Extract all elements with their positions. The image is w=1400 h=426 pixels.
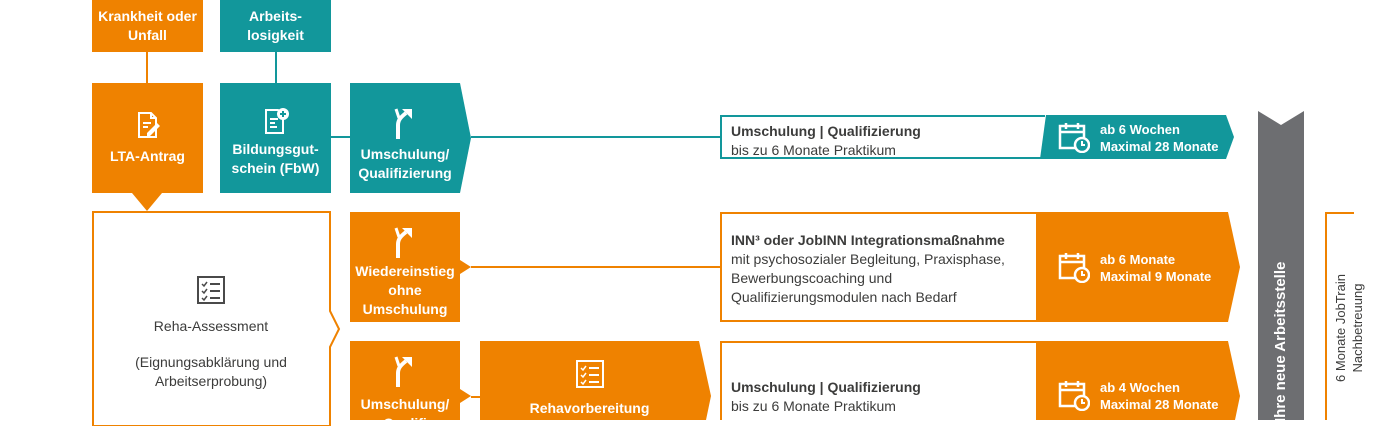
assessment-subtitle-1: (Eignungsabklärung und (135, 354, 287, 370)
program-1: Umschulung | Qualifizierung bis zu 6 Mon… (720, 115, 1045, 159)
program-3-min: ab 4 Wochen (1100, 380, 1180, 395)
program-2-max: Maximal 9 Monate (1100, 269, 1212, 284)
assessment-title: Reha-Assessment (153, 318, 269, 334)
jobtrain-box: 6 Monate JobTrain Nachbetreuung (1330, 225, 1380, 420)
program-1-line: bis zu 6 Monate Praktikum (731, 142, 896, 158)
program-3: Umschulung | Qualifizierung bis zu 6 Mon… (720, 341, 1045, 420)
box-umschulung2-shape (350, 341, 471, 420)
connector-program2 (471, 266, 720, 268)
program-2-title: INN³ oder JobINN Integrationsmaßnahme (731, 232, 1005, 248)
lta-label: LTA-Antrag (110, 148, 185, 164)
header-arbeitslosigkeit: Arbeits-losigkeit (220, 0, 331, 52)
header-krankheit: Krankheit oder Unfall (92, 0, 203, 52)
jobtrain-box-shape (1325, 212, 1354, 420)
connector-umschulung2-reha (471, 396, 480, 398)
program-2-line-3: Qualifizierungsmodulen nach Bedarf (731, 289, 957, 305)
calendar-clock-icon (1058, 123, 1090, 153)
program-1-title: Umschulung | Qualifizierung (731, 123, 921, 139)
document-add-icon (264, 108, 289, 134)
program-1-duration: ab 6 Wochen Maximal 28 Monate (1100, 121, 1219, 155)
box-wiedereinstieg: Wiedereinstieg ohne Umschulung (350, 212, 460, 322)
arbeitsstelle-bar-shape (1258, 111, 1304, 420)
bildung-label: Bildungsgut-schein (FbW) (231, 141, 320, 176)
path-branch-icon (394, 108, 412, 139)
assessment-subtitle-2: Arbeitserprobung) (154, 373, 268, 389)
program-3-duration: ab 4 Wochen Maximal 28 Monate (1100, 379, 1219, 413)
box-umschulung1: Umschulung/ Qualifizierung (350, 83, 460, 193)
box-umschulung2: Umschulung/ Qualifi (350, 341, 460, 420)
checklist-icon (197, 276, 225, 304)
connector-krankheit (146, 52, 148, 83)
box-lta-antrag: LTA-Antrag (92, 83, 203, 193)
connector-arbeitslosigkeit (275, 52, 277, 83)
box-umschulung1-shape (350, 83, 471, 193)
program-2-duration-shape (1036, 212, 1240, 322)
program-2: INN³ oder JobINN Integrationsmaßnahme mi… (720, 212, 1045, 322)
connector-bildung-umschulung (331, 136, 350, 138)
box-rehavorbereitung-shape (480, 341, 711, 420)
lta-down-arrow (132, 193, 162, 211)
program-1-max: Maximal 28 Monate (1100, 139, 1219, 154)
arbeitsstelle-bar: Ihre neue Arbeitsstelle (1258, 150, 1305, 420)
header-krankheit-label: Krankheit oder Unfall (98, 8, 197, 43)
program-2-duration: ab 6 Monate Maximal 9 Monate (1100, 251, 1211, 285)
wiedereinstieg-label: Wiedereinstieg ohne Umschulung (355, 263, 455, 317)
arbeitsstelle-label: Ihre neue Arbeitsstelle (1272, 261, 1289, 420)
box-wiedereinstieg-shape (350, 212, 471, 322)
umschulung2-label: Umschulung/ Qualifi (360, 396, 450, 420)
program-2-min: ab 6 Monate (1100, 252, 1176, 267)
program-3-max: Maximal 28 Monate (1100, 397, 1219, 412)
umschulung1-label: Umschulung/ Qualifizierung (358, 146, 452, 181)
program-3-title: Umschulung | Qualifizierung (731, 379, 921, 395)
program-2-line-2: Bewerbungscoaching und (731, 270, 893, 286)
path-branch-icon (394, 227, 412, 258)
program-2-line-1: mit psychosozialer Begleitung, Praxispha… (731, 251, 1005, 267)
program-3-line: bis zu 6 Monate Praktikum (731, 398, 896, 414)
assessment-shape (92, 211, 341, 426)
calendar-clock-icon (1058, 381, 1090, 411)
program-1-min: ab 6 Wochen (1100, 122, 1180, 137)
document-edit-icon (137, 112, 160, 138)
connector-program1 (471, 136, 720, 138)
calendar-clock-icon (1058, 253, 1090, 283)
box-bildungsgutschein: Bildungsgut-schein (FbW) (220, 83, 331, 193)
assessment-box: Reha-Assessment (Eignungsabklärung und A… (92, 275, 330, 391)
path-branch-icon (394, 356, 412, 387)
jobtrain-label: 6 Monate JobTrain Nachbetreuung (1333, 274, 1365, 382)
header-arbeitslosigkeit-label: Arbeits-losigkeit (247, 8, 304, 43)
rehavorbereitung-label: Rehavorbereitung (529, 400, 650, 416)
box-rehavorbereitung: Rehavorbereitung (480, 341, 699, 420)
checklist-icon (575, 360, 604, 388)
